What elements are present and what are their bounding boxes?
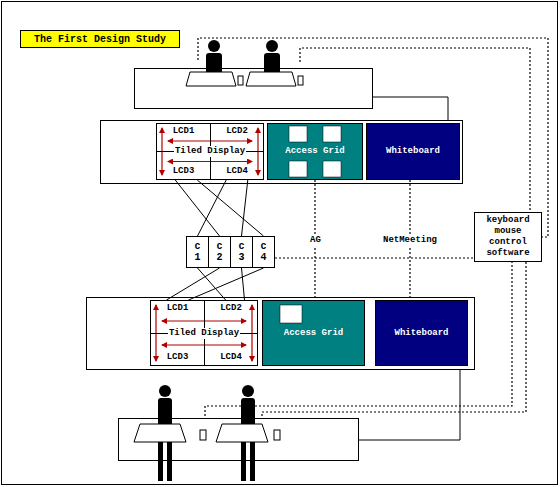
computer-part (186, 72, 236, 86)
video-cable (189, 268, 264, 300)
control-software-box: keyboard mouse control software (474, 212, 542, 262)
display-wall (87, 298, 475, 370)
computer-part (274, 430, 280, 440)
box-label: c 2 (216, 241, 223, 263)
box-label: LCD4 (220, 352, 242, 363)
standing-person-part (159, 385, 171, 397)
computer-box: c 3 (230, 236, 253, 268)
standing-person-part (250, 440, 255, 481)
display-wall-part (87, 298, 475, 370)
video-window (280, 305, 302, 323)
box-label: LCD1 (173, 126, 195, 137)
panel-fill-part (375, 300, 468, 366)
computer-part (200, 430, 206, 440)
panel-fill-part (366, 123, 460, 180)
computer-box: c 2 (208, 236, 231, 268)
control-box-fill-part (474, 212, 540, 262)
computer-part (134, 424, 186, 442)
seated-person (206, 40, 280, 75)
whiteboard-box: Whiteboard (375, 300, 468, 366)
standing-person-part (158, 440, 163, 481)
video-window-part (280, 305, 302, 323)
standing-person-part (241, 440, 246, 481)
display-label: Tiled Display (174, 146, 246, 157)
title-text: The First Design Study (34, 34, 166, 45)
cable (358, 97, 460, 440)
computer-part (216, 424, 268, 442)
computer-part (298, 76, 303, 85)
video-cable (242, 268, 245, 300)
desk-part (119, 419, 359, 461)
computer (134, 424, 280, 442)
video-window-part (323, 161, 341, 177)
computer (186, 72, 303, 86)
computer-box: c 1 (186, 236, 209, 268)
box-label: Whiteboard (394, 328, 448, 339)
panel-fill (262, 300, 468, 366)
box-label: LCD3 (173, 166, 195, 177)
display-wall (101, 121, 463, 184)
box-label: LCD2 (226, 126, 248, 137)
video-cable (197, 180, 263, 236)
box-label: LCD2 (220, 303, 242, 314)
box-label: LCD1 (167, 303, 189, 314)
cable-part (358, 369, 460, 440)
whiteboard-box: Whiteboard (366, 123, 460, 180)
link-label: NetMeeting (381, 235, 439, 246)
video-window-part (289, 126, 307, 142)
box-label: c 4 (260, 241, 267, 263)
computer-box: c 4 (252, 236, 275, 268)
desk-part (135, 69, 373, 109)
tiled-display: Tiled Display LCD1 LCD2LCD3 LCD4 (156, 123, 264, 180)
display-label: Tiled Display (168, 328, 240, 339)
title-box: The First Design Study (20, 30, 180, 48)
standing-person-part (242, 385, 254, 397)
network-link (275, 257, 474, 258)
box-label: Access Grid (285, 146, 344, 157)
box-label: c 1 (194, 241, 201, 263)
seated-person-part (208, 40, 220, 52)
computer-part (238, 76, 243, 85)
video-window-part (323, 126, 341, 142)
access-grid-box: Access Grid (267, 123, 363, 180)
display-wall-part (101, 121, 463, 184)
box-label: keyboard mouse control software (477, 215, 539, 259)
control-box-fill (474, 212, 540, 262)
seated-person-part (266, 40, 278, 52)
panel-fill (267, 123, 460, 180)
video-window-part (289, 161, 307, 177)
box-label: Whiteboard (386, 146, 440, 157)
box-label: LCD4 (226, 166, 248, 177)
desk (135, 69, 373, 109)
desk (119, 419, 359, 461)
access-grid-box: Access Grid (262, 300, 365, 366)
video-cable (198, 180, 227, 236)
standing-person-part (167, 440, 172, 481)
panel-fill-part (262, 300, 365, 366)
link-label: AG (308, 235, 323, 246)
box-label: LCD3 (167, 352, 189, 363)
cable-part (372, 97, 448, 120)
control-wire-part (262, 262, 526, 432)
panel-fill-part (267, 123, 363, 180)
video-cable (175, 180, 219, 236)
box-label: Access Grid (284, 328, 343, 339)
tiled-display: Tiled Display LCD1 LCD2LCD3 LCD4 (150, 300, 258, 366)
video-cable (167, 268, 220, 300)
video-cable (242, 180, 248, 236)
box-label: c 3 (238, 241, 245, 263)
computer-part (246, 72, 296, 86)
